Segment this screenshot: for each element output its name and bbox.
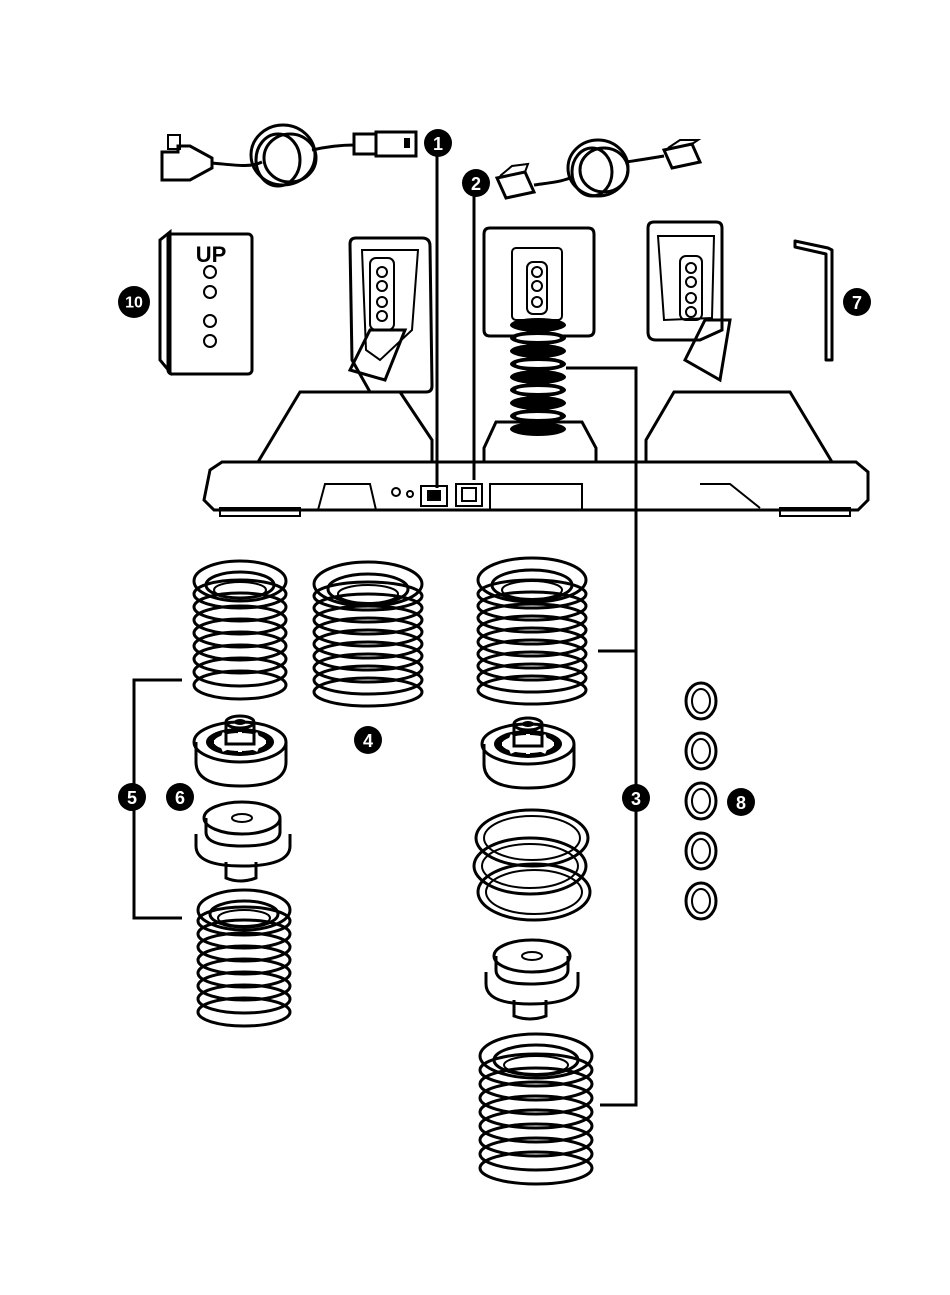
callout-label-5: 5 [127, 788, 137, 808]
right-spring-top [478, 558, 586, 704]
left-spring-top [194, 561, 286, 699]
callout-badge-2: 2 [462, 169, 490, 197]
callout-label-6: 6 [175, 788, 185, 808]
callout-badge-8: 8 [727, 788, 755, 816]
callout-badge-3: 3 [622, 784, 650, 812]
o-rings [686, 683, 716, 919]
spring-4 [314, 562, 422, 706]
callout-label-7: 7 [852, 293, 862, 313]
right-spring-bottom [480, 1034, 592, 1184]
callout-label-1: 1 [433, 134, 443, 154]
left-spacer [196, 802, 290, 881]
pedal-set [204, 222, 868, 516]
callout-badge-7: 7 [843, 288, 871, 316]
allen-key [795, 241, 832, 360]
callout-label-2: 2 [471, 174, 481, 194]
callout-label-4: 4 [363, 731, 373, 751]
left-spoked-hub [194, 716, 286, 786]
callout-label-3: 3 [631, 789, 641, 809]
callout-badge-10: 10 [118, 286, 150, 318]
callout-badge-4: 4 [354, 726, 382, 754]
template-card: UP [160, 232, 252, 374]
right-spoked-hub [482, 718, 574, 788]
callout-badge-6: 6 [166, 783, 194, 811]
callout-label-10: 10 [125, 295, 143, 312]
left-spring-bottom [198, 890, 290, 1026]
template-card-title: UP [196, 242, 227, 267]
right-spacer [486, 940, 578, 1019]
callout-badge-5: 5 [118, 783, 146, 811]
right-open-spring [474, 810, 590, 920]
callout-badge-1: 1 [424, 129, 452, 157]
callout-label-8: 8 [736, 793, 746, 813]
center-spring [510, 318, 566, 436]
rj12-cable [497, 140, 700, 198]
usb-cable [162, 125, 416, 186]
